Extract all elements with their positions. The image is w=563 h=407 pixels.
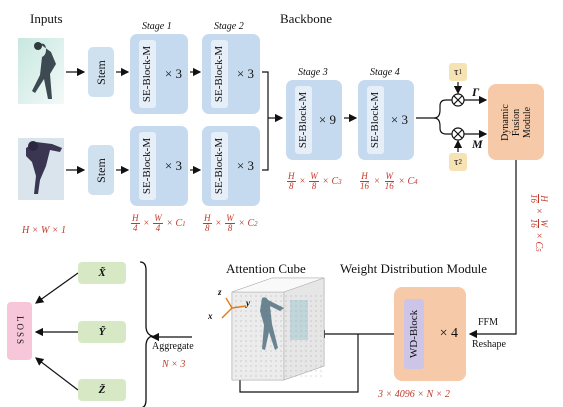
block-label: SE-Block-M [369, 91, 382, 149]
axis-triad [221, 297, 247, 319]
loss-box: LOSS [7, 302, 32, 360]
reshape-label: Reshape [472, 339, 506, 350]
aggregate-label: Aggregate [152, 341, 194, 352]
stage-3-label: Stage 3 [298, 67, 328, 78]
block-multiplier: × 3 [164, 66, 182, 81]
m-label: M [472, 137, 483, 151]
input-image-top [18, 38, 64, 104]
stem-bottom-label: Stem [93, 157, 108, 183]
input-image-bottom [18, 138, 64, 200]
wd-dimension: 3 × 4096 × N × 2 [378, 389, 450, 400]
block-label: SE-Block-M [213, 45, 226, 103]
stem-bottom: Stem [88, 145, 114, 195]
stage-2-block-bottom: SE-Block-M × 3 [202, 126, 260, 206]
wd-multiplier: × 4 [439, 326, 458, 341]
axis-y-label: y [246, 298, 250, 308]
backbone-title: Backbone [280, 11, 332, 26]
block-label: SE-Block-M [213, 137, 226, 195]
attention-cube-title: Attention Cube [226, 261, 306, 276]
block-multiplier: × 3 [236, 66, 254, 81]
stage-1-block-top: SE-Block-M × 3 [130, 34, 188, 114]
axis-z-label: z [218, 287, 222, 297]
stem-top-label: Stem [93, 59, 108, 85]
weight-distribution-module: WD-Block × 4 [394, 287, 466, 381]
block-label: SE-Block-M [297, 91, 310, 149]
attention-cube [231, 277, 325, 381]
ffm-label: FFM [478, 317, 499, 328]
stage-1-block-bottom: SE-Block-M × 3 [130, 126, 188, 206]
weight-distribution-title: Weight Distribution Module [340, 261, 487, 276]
stage-2-block-top: SE-Block-M × 3 [202, 34, 260, 114]
axis-x-label: x [208, 311, 213, 321]
stage-3-block: SE-Block-M × 9 [286, 80, 342, 160]
gamma-label: Γ [472, 85, 480, 99]
stage-4-label: Stage 4 [370, 67, 400, 78]
block-multiplier: × 3 [164, 158, 182, 173]
stage-1-label: Stage 1 [142, 21, 172, 32]
block-label: SE-Block-M [141, 45, 154, 103]
aggregate-dimension: N × 3 [162, 359, 186, 370]
output-y: Ỹ [78, 321, 126, 343]
block-multiplier: × 3 [236, 158, 254, 173]
wd-block-label: WD-Block [408, 309, 421, 359]
output-z: Z̃ [78, 379, 126, 401]
input-dimension: H × W × 1 [22, 225, 67, 236]
output-x: X̃ [78, 262, 126, 284]
stage-4-block: SE-Block-M × 3 [358, 80, 414, 160]
inputs-title: Inputs [30, 11, 63, 26]
block-multiplier: × 9 [318, 112, 336, 127]
block-label: SE-Block-M [141, 137, 154, 195]
block-multiplier: × 3 [390, 112, 408, 127]
stage-2-label: Stage 2 [214, 21, 244, 32]
loss-label: LOSS [14, 315, 25, 347]
stem-top: Stem [88, 47, 114, 97]
